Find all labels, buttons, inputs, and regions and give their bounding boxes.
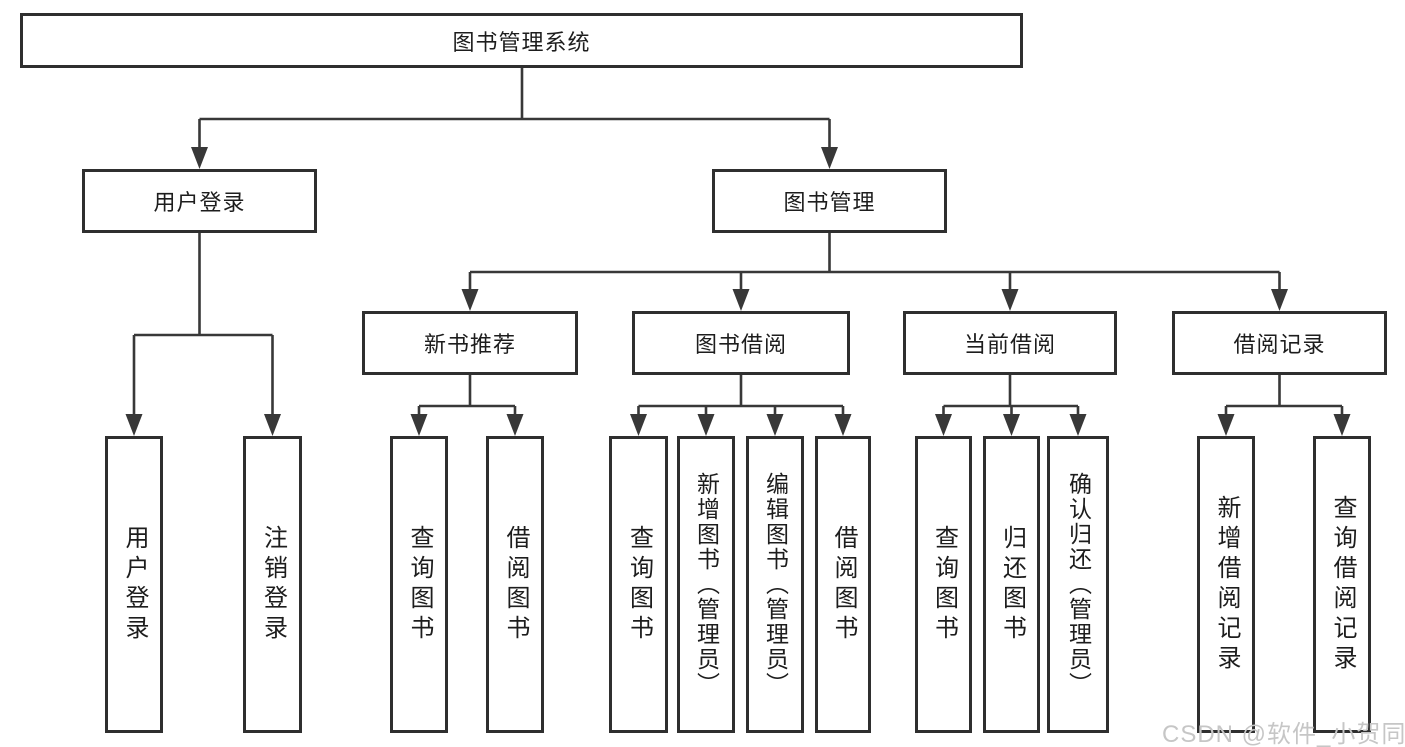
- node-user-login: 用户登录: [82, 169, 317, 233]
- node-borrowing-records: 借阅记录: [1172, 311, 1387, 375]
- node-label: 新书推荐: [423, 332, 516, 357]
- watermark-text: CSDN @软件_小贺同学: [1162, 721, 1405, 747]
- arrow-heads: [125, 147, 1351, 436]
- leaf-label: 查询图书: [930, 524, 958, 645]
- leaf-confirm-return-admin: 确认归还（管理员）: [1047, 436, 1109, 733]
- node-book-borrowing: 图书借阅: [632, 311, 850, 375]
- connector-lines: [132, 68, 1344, 418]
- leaf-label: 借阅图书: [830, 524, 857, 645]
- leaf-borrow-books-recommend: 借阅图书: [486, 436, 544, 733]
- leaf-logout: 注销登录: [243, 436, 302, 733]
- node-label: 借阅记录: [1233, 332, 1326, 357]
- leaf-label: 借阅图书: [502, 524, 529, 645]
- leaf-query-books-borrow: 查询图书: [609, 436, 668, 733]
- leaf-add-books-admin: 新增图书（管理员）: [677, 436, 735, 733]
- node-label: 当前借阅: [963, 332, 1056, 357]
- node-current-borrowing: 当前借阅: [903, 311, 1117, 375]
- leaf-query-borrow-record: 查询借阅记录: [1313, 436, 1371, 733]
- node-book-management: 图书管理: [712, 169, 947, 233]
- leaf-edit-books-admin: 编辑图书（管理员）: [746, 436, 804, 733]
- leaf-label: 新增借阅记录: [1213, 494, 1240, 675]
- leaf-return-books: 归还图书: [983, 436, 1040, 733]
- leaf-query-books-current: 查询图书: [915, 436, 972, 733]
- leaf-borrow-books: 借阅图书: [815, 436, 871, 733]
- leaf-add-borrow-record: 新增借阅记录: [1197, 436, 1255, 733]
- leaf-label: 确认归还（管理员）: [1065, 472, 1092, 697]
- leaf-label: 归还图书: [998, 524, 1026, 645]
- leaf-label: 查询借阅记录: [1329, 494, 1356, 675]
- leaf-label: 编辑图书（管理员）: [762, 472, 789, 697]
- node-label: 图书管理: [783, 190, 876, 215]
- leaf-label: 新增图书（管理员）: [693, 472, 720, 697]
- leaf-label: 注销登录: [259, 524, 287, 645]
- node-label: 图书管理系统: [452, 29, 591, 55]
- node-new-book-recommendation: 新书推荐: [362, 311, 578, 375]
- node-library-management-system: 图书管理系统: [20, 13, 1023, 68]
- leaf-user-login: 用户登录: [105, 436, 163, 733]
- node-label: 图书借阅: [694, 332, 787, 357]
- leaf-label: 查询图书: [406, 524, 433, 645]
- leaf-label: 查询图书: [625, 524, 653, 645]
- node-label: 用户登录: [153, 190, 246, 215]
- leaf-label: 用户登录: [121, 524, 148, 645]
- leaf-query-books-recommend: 查询图书: [390, 436, 448, 733]
